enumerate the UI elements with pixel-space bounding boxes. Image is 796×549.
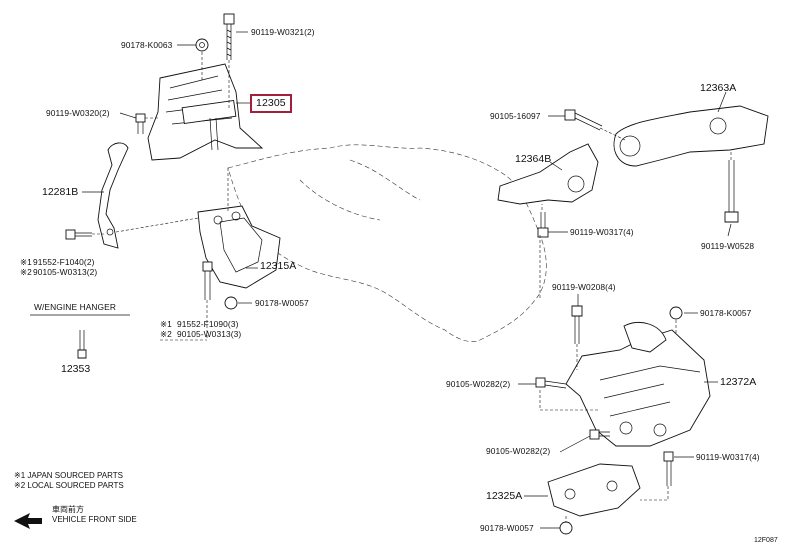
mount-12372A[interactable] [565, 322, 711, 447]
bolt-90119-W0320[interactable] [135, 113, 146, 134]
label-12305-highlighted[interactable]: 12305 [250, 94, 292, 113]
leader-lines [82, 31, 732, 529]
bolt-90119-W0208[interactable] [571, 305, 583, 344]
bolt-90105-16097[interactable] [564, 109, 603, 131]
diagram-ref-code: 12F087 [754, 537, 778, 544]
assembly-lines [92, 52, 732, 522]
engine-mount-12305[interactable] [147, 63, 264, 161]
label-12353: 12353 [61, 363, 91, 375]
stud-12353[interactable] [77, 330, 87, 359]
label-90105-W0313-b: 90105-W0313(3) [177, 329, 242, 339]
nut-90178-W0057-b[interactable] [559, 521, 573, 535]
mark-1-a: ※1 [20, 257, 32, 267]
bracket-12364B[interactable] [497, 143, 599, 205]
front-label: VEHICLE FRONT SIDE [52, 515, 137, 524]
mark-2-a: ※2 [20, 267, 32, 277]
mark-1-b: ※1 [160, 319, 172, 329]
nut-90178-K0063[interactable] [195, 38, 209, 52]
front-arrow-icon [14, 513, 42, 529]
label-90119-W0320: 90119-W0320(2) [46, 108, 110, 118]
nut-90178-W0057-a[interactable] [224, 296, 238, 310]
engine-outline [227, 144, 547, 342]
label-90105-W0313-a: 90105-W0313(2) [33, 267, 98, 277]
engine-hanger-12281B[interactable] [97, 142, 129, 249]
label-12363A: 12363A [700, 82, 737, 94]
label-12315A: 12315A [260, 260, 297, 272]
bracket-12325A[interactable] [547, 463, 641, 517]
label-90119-W0208: 90119-W0208(4) [552, 282, 616, 292]
note-local-sourced: ※2 LOCAL SOURCED PARTS [14, 481, 124, 490]
label-12364B: 12364B [515, 153, 552, 165]
label-90105-W0282-b: 90105-W0282(2) [486, 446, 551, 456]
bolt-90105-W0282-a[interactable] [535, 377, 567, 389]
label-90119-W0321: 90119-W0321(2) [251, 27, 315, 37]
label-90178-W0057-a: 90178-W0057 [255, 298, 309, 308]
label-90105-W0282-a: 90105-W0282(2) [446, 379, 511, 389]
label-12325A: 12325A [486, 490, 523, 502]
label-12372A: 12372A [720, 376, 757, 388]
torque-rod-12363A[interactable] [613, 105, 769, 167]
bolt-90119-W0528[interactable] [724, 160, 739, 223]
label-90178-W0057-b: 90178-W0057 [480, 523, 534, 533]
label-90119-W0528: 90119-W0528 [701, 241, 755, 251]
bolt-90119-W0317-b[interactable] [663, 451, 674, 486]
label-engine-hanger: W/ENGINE HANGER [34, 302, 116, 312]
bolt-90119-W0321[interactable] [223, 13, 235, 60]
label-90178-K0057: 90178-K0057 [700, 308, 752, 318]
bolt-91552-F1040[interactable] [65, 229, 92, 240]
label-91552-F1090: 91552-F1090(3) [177, 319, 239, 329]
bracket-12315A[interactable] [197, 205, 281, 289]
label-90105-16097: 90105-16097 [490, 111, 541, 121]
nut-90178-K0057[interactable] [669, 306, 683, 320]
label-12281B: 12281B [42, 186, 79, 198]
bolt-91552-F1090[interactable] [202, 261, 213, 300]
label-90119-W0317-a: 90119-W0317(4) [570, 227, 634, 237]
mark-2-b: ※2 [160, 329, 172, 339]
note-japan-sourced: ※1 JAPAN SOURCED PARTS [14, 471, 123, 480]
label-91552-F1040: 91552-F1040(2) [33, 257, 95, 267]
bolt-90105-W0282-b[interactable] [589, 429, 610, 440]
label-90178-K0063: 90178-K0063 [121, 40, 173, 50]
label-90119-W0317-b: 90119-W0317(4) [696, 452, 760, 462]
bolt-90119-W0317-a[interactable] [537, 212, 549, 238]
front-label-cn: 車両前方 [52, 505, 84, 514]
